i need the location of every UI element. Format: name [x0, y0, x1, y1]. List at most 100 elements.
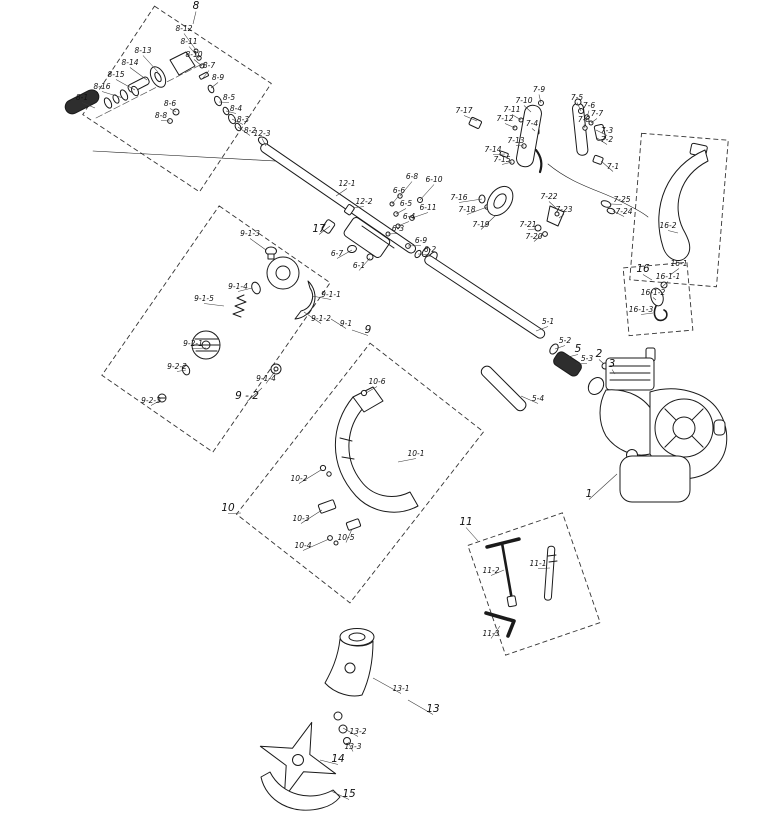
part-label: 7-8	[578, 115, 590, 124]
stop-switch	[468, 116, 482, 129]
leader-line	[610, 203, 623, 205]
leader-line	[576, 102, 582, 112]
eyelet-hole	[273, 366, 279, 372]
bolt	[360, 389, 368, 397]
leader-line	[590, 118, 598, 124]
part-label: 9-1-4	[256, 374, 276, 383]
leader-line	[640, 312, 654, 315]
part-label: 13-3	[344, 742, 361, 751]
part-label: 6-5	[400, 199, 412, 208]
leader-line	[335, 188, 348, 197]
socket-bar-band	[548, 560, 558, 563]
leader-line	[311, 295, 332, 300]
leader-line	[227, 512, 242, 514]
part-label: 10-2	[290, 474, 307, 483]
clamp-knob	[347, 244, 357, 254]
leader-line	[302, 538, 330, 551]
leader-line	[501, 161, 513, 165]
leader-line	[342, 727, 359, 737]
part-labels: 88-128-118-108-138-148-158-168-18-78-98-…	[76, 0, 688, 800]
leader-line	[395, 208, 407, 215]
part-label: 6-7	[331, 249, 343, 258]
blade-bore	[292, 754, 304, 766]
cable-clamp	[592, 154, 604, 165]
part-label: 8-6	[164, 99, 176, 108]
part-label: 14	[331, 753, 344, 765]
leader-line	[554, 345, 566, 350]
part-label: 6-1	[353, 261, 365, 270]
lower-shaft-tube	[424, 255, 546, 339]
leader-line	[661, 281, 669, 288]
starter-spoke	[664, 408, 677, 421]
part-label: 7-21	[519, 220, 536, 229]
clamp-plate	[317, 499, 337, 514]
leader-line	[265, 369, 277, 384]
lower-shaft	[421, 247, 582, 412]
leader-line	[246, 387, 263, 402]
hook-ring	[650, 287, 664, 307]
leader-line	[527, 228, 537, 230]
leader-line	[203, 303, 225, 307]
part-label: 10-3	[292, 514, 309, 523]
part-label: 7-11	[503, 105, 520, 114]
handle-bracket	[169, 51, 196, 76]
washer	[112, 94, 120, 104]
part-label: 8-1	[76, 93, 88, 102]
part-label: 9-1-5	[194, 294, 214, 303]
part-label: 8-13	[134, 46, 151, 55]
leader-line	[237, 126, 251, 136]
guard-shield	[334, 396, 419, 513]
trimmer-head	[157, 246, 316, 403]
part-label: 16	[636, 263, 650, 275]
leader-line	[192, 11, 197, 25]
part-label: 7-10	[515, 96, 532, 105]
leader-line	[535, 326, 549, 332]
rubber-coupling	[553, 351, 582, 377]
part-label: 6-9	[415, 236, 427, 245]
part-label: 6-2	[424, 245, 436, 254]
leader-line	[231, 118, 244, 125]
part-label: 17	[312, 223, 326, 235]
leader-line	[142, 55, 159, 73]
part-label: 9-2-3	[141, 396, 161, 405]
clutch-housing	[587, 377, 605, 395]
part-label: 7-20	[525, 232, 542, 241]
part-label: 7-19	[472, 220, 489, 229]
leader-line	[531, 128, 536, 132]
leader-line	[480, 214, 497, 230]
leader-line	[419, 184, 435, 201]
leader-line	[523, 105, 532, 113]
leader-line	[347, 741, 354, 752]
flange-hole	[154, 71, 162, 83]
part-label: 1	[586, 488, 593, 500]
diagram-art	[64, 48, 728, 811]
leader-line	[612, 210, 625, 217]
leader-line	[537, 567, 551, 569]
bolt	[326, 471, 332, 477]
strap-loop	[658, 149, 709, 262]
handle-knob-hole	[493, 193, 507, 209]
guard-mount-plate	[352, 386, 384, 413]
cable-bracket	[593, 124, 607, 141]
socket-bar	[543, 545, 556, 601]
holder-nut	[338, 724, 348, 734]
part-label: 10-4	[294, 541, 311, 550]
line-cutoff-blade	[345, 518, 362, 531]
part-label: 8-8	[155, 111, 167, 120]
part-label: 7-25	[613, 195, 630, 204]
part-label: 13	[426, 703, 439, 715]
coupler-body	[343, 217, 391, 258]
holder-nut	[343, 737, 351, 745]
washer	[213, 95, 223, 107]
hook-curve	[653, 305, 668, 322]
leader-line	[160, 120, 171, 122]
part-label: 8-16	[93, 82, 110, 91]
leader-line	[595, 129, 608, 136]
part-label: 6-6	[393, 186, 405, 195]
bolt	[198, 71, 209, 80]
leader-line	[538, 94, 542, 104]
part-label: 7-9	[533, 85, 545, 94]
coupler-seam	[361, 225, 395, 249]
